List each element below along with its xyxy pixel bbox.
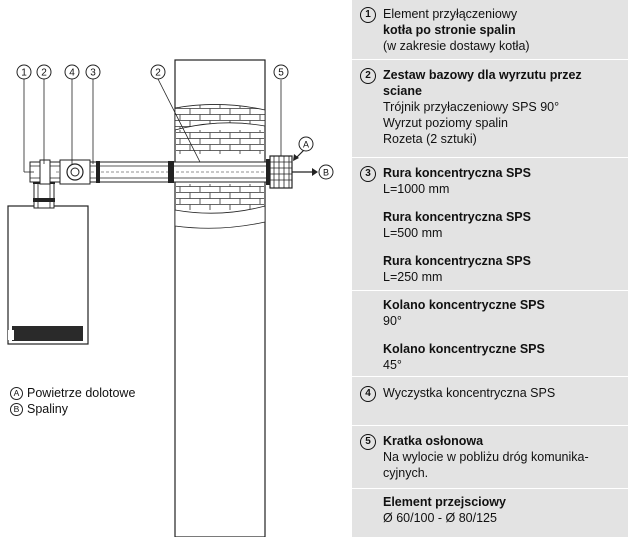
legend-line: (w zakresie dostawy kotła): [383, 39, 530, 53]
legend-item-text: Rura koncentryczna SPS L=1000 mm: [383, 165, 623, 197]
legend-line: Na wylocie w pobliżu dróg komunika-: [383, 450, 589, 464]
boiler: [7, 205, 89, 345]
arrow-label-b: B: [318, 164, 334, 180]
callout-1: 1: [16, 64, 32, 80]
caption-b-text: Spaliny: [27, 402, 68, 416]
legend-divider: [352, 376, 628, 377]
legend-line: Element przejsciowy: [383, 495, 506, 509]
legend-divider: [352, 157, 628, 158]
legend-line: Rozeta (2 sztuki): [383, 132, 477, 146]
arrow-label-a: A: [298, 136, 314, 152]
caption-flue-gas: B Spaliny: [10, 402, 68, 416]
legend-item-text: Element przejsciowy Ø 60/100 - Ø 80/125: [383, 494, 623, 526]
legend-item-text: Rura koncentryczna SPS L=250 mm: [383, 253, 623, 285]
wall-terminal: [269, 149, 318, 189]
legend-line: L=250 mm: [383, 270, 443, 284]
callout-2-wall-label: 2: [155, 68, 161, 79]
legend-line: Rura koncentryczna SPS: [383, 166, 531, 180]
legend-item-text: Wyczystka koncentryczna SPS: [383, 385, 623, 401]
legend-item-text: Kratka osłonowa Na wylocie w pobliżu dróg…: [383, 433, 623, 481]
legend-line: Wyrzut poziomy spalin: [383, 116, 508, 130]
legend-line: Kolano koncentryczne SPS: [383, 298, 545, 312]
legend-line: 45°: [383, 358, 402, 372]
callout-3-label: 3: [90, 68, 96, 79]
legend-item-text: Element przyłączeniowy kotła po stronie s…: [383, 6, 623, 54]
callout-3: 3: [85, 64, 101, 80]
legend-item-text: Rura koncentryczna SPS L=500 mm: [383, 209, 623, 241]
callout-2: 2: [36, 64, 52, 80]
callout-2-label: 2: [41, 68, 47, 79]
legend-line: cyjnych.: [383, 466, 429, 480]
arrow-label-a-text: A: [303, 140, 309, 150]
caption-a-badge: A: [10, 387, 23, 400]
legend-item-number: 2: [360, 68, 376, 84]
flue-diagram: 1 2 4 3 2 5 A B: [7, 59, 334, 537]
callout-1-label: 1: [21, 68, 27, 79]
legend-line: 90°: [383, 314, 402, 328]
callout-4: 4: [64, 64, 80, 80]
legend-divider: [352, 59, 628, 60]
callout-5-label: 5: [278, 68, 284, 79]
arrow-label-b-text: B: [323, 168, 329, 178]
legend-item-number: 3: [360, 166, 376, 182]
callout-4-label: 4: [69, 68, 75, 79]
legend-line: Element przyłączeniowy: [383, 7, 518, 21]
caption-intake-air: A Powietrze dolotowe: [10, 386, 135, 400]
legend-line: L=500 mm: [383, 226, 443, 240]
legend-item-number: 1: [360, 7, 376, 23]
legend-divider: [352, 425, 628, 426]
legend-item-number: 5: [360, 434, 376, 450]
legend-divider: [352, 290, 628, 291]
callout-leaders: [23, 78, 282, 173]
legend-line: Kratka osłonowa: [383, 434, 484, 448]
legend-line: Kolano koncentryczne SPS: [383, 342, 545, 356]
legend-line: Zestaw bazowy dla wyrzutu przez: [383, 68, 582, 82]
legend-line: Wyczystka koncentryczna SPS: [383, 386, 556, 400]
legend-line: Rura koncentryczna SPS: [383, 254, 531, 268]
caption-a-text: Powietrze dolotowe: [27, 386, 136, 400]
legend-line: kotła po stronie spalin: [383, 23, 516, 37]
legend-divider: [352, 488, 628, 489]
wall: [174, 59, 266, 537]
legend-line: Rura koncentryczna SPS: [383, 210, 531, 224]
legend-line: Ø 60/100 - Ø 80/125: [383, 511, 497, 525]
legend-item-text: Kolano koncentryczne SPS 90°: [383, 297, 623, 329]
legend-line: L=1000 mm: [383, 182, 450, 196]
concentric-pipe: [29, 159, 271, 185]
legend-item-text: Kolano koncentryczne SPS 45°: [383, 341, 623, 373]
component-legend: 1 Element przyłączeniowy kotła po stronie …: [352, 0, 628, 537]
legend-line: Trójnik przyłaczeniowy SPS 90°: [383, 100, 560, 114]
legend-line: sciane: [383, 84, 422, 98]
callout-2-wall: 2: [150, 64, 166, 80]
caption-b-badge: B: [10, 403, 23, 416]
legend-item-number: 4: [360, 386, 376, 402]
callout-5: 5: [273, 64, 289, 80]
